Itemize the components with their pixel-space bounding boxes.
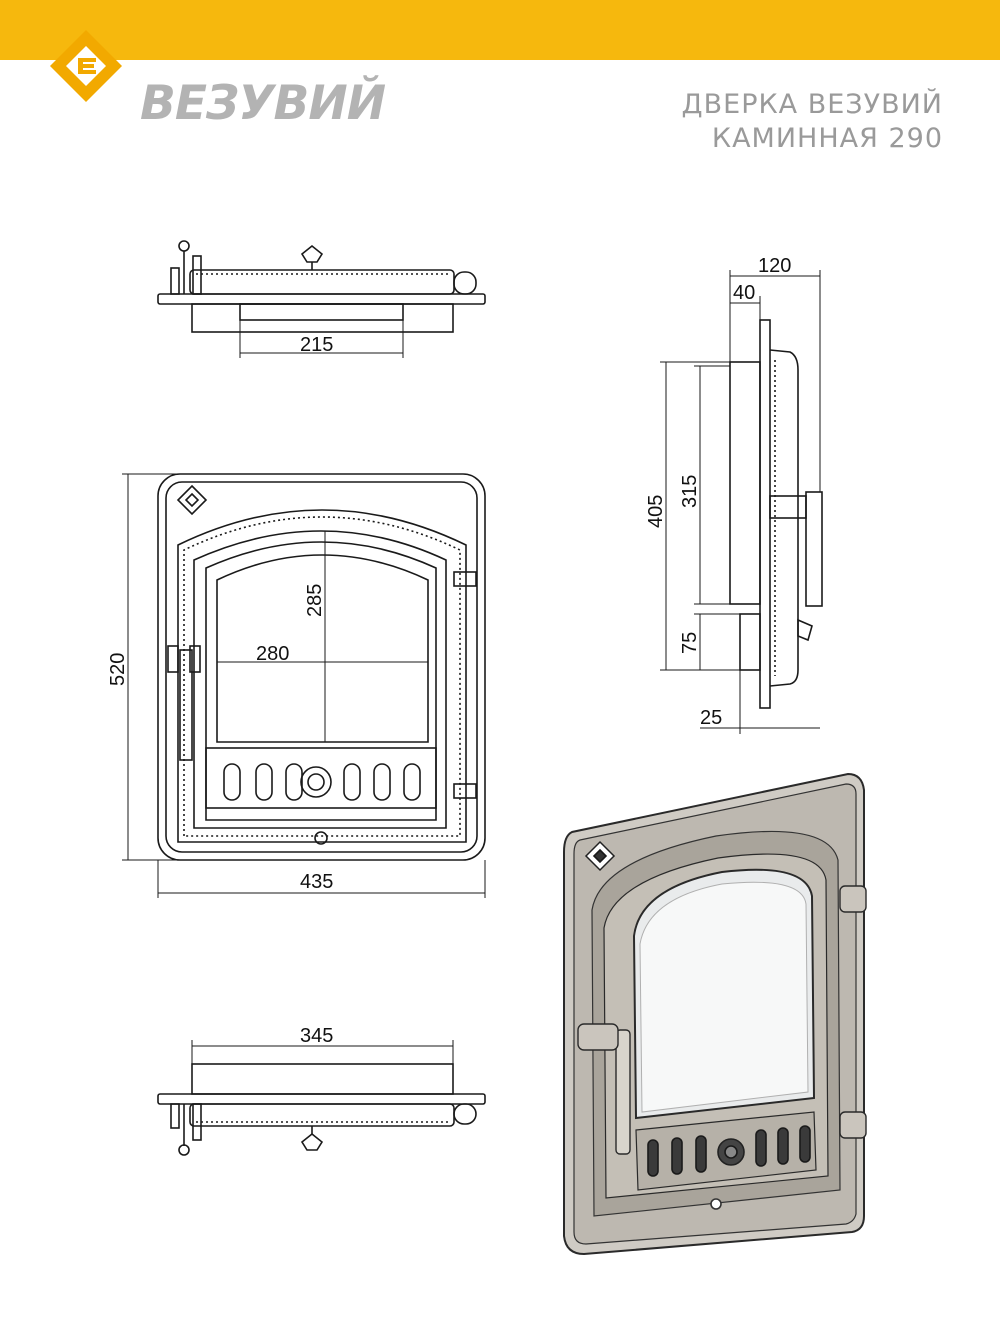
dim-label-25: 25 bbox=[700, 707, 722, 729]
dim-label-520: 520 bbox=[107, 653, 129, 686]
dim-label-40: 40 bbox=[733, 282, 755, 304]
bottom-view bbox=[157, 1063, 486, 1156]
dim-315 bbox=[694, 365, 730, 605]
top-accent-bar bbox=[0, 0, 1000, 60]
dim-label-285: 285 bbox=[304, 584, 326, 617]
dim-75 bbox=[694, 613, 740, 670]
dim-435 bbox=[157, 860, 486, 898]
dim-215 bbox=[239, 320, 404, 358]
top-view bbox=[157, 240, 486, 333]
product-title-line1: ДВЕРКА ВЕЗУВИЙ bbox=[681, 89, 943, 120]
dim-label-280: 280 bbox=[256, 643, 289, 665]
dim-label-215: 215 bbox=[300, 334, 333, 356]
dim-120 bbox=[729, 270, 821, 492]
door-3d-render bbox=[563, 772, 867, 1256]
product-title-line2: КАМИННАЯ 290 bbox=[711, 123, 943, 154]
dim-label-75: 75 bbox=[679, 632, 701, 654]
dim-40 bbox=[730, 296, 761, 320]
product-title: ДВЕРКА ВЕЗУВИЙ КАМИННАЯ 290 bbox=[682, 88, 943, 156]
dim-label-435: 435 bbox=[300, 871, 333, 893]
dim-520 bbox=[122, 473, 178, 861]
dim-345 bbox=[191, 1040, 454, 1064]
dim-label-120: 120 bbox=[758, 255, 791, 277]
front-view bbox=[157, 473, 486, 861]
side-view bbox=[729, 319, 823, 709]
dim-label-345: 345 bbox=[300, 1025, 333, 1047]
dim-25 bbox=[700, 670, 820, 734]
dim-label-315: 315 bbox=[679, 475, 701, 508]
vezuviy-logo-icon bbox=[50, 30, 122, 102]
dim-label-405: 405 bbox=[645, 495, 667, 528]
brand-name: ВЕЗУВИЙ bbox=[140, 76, 386, 131]
